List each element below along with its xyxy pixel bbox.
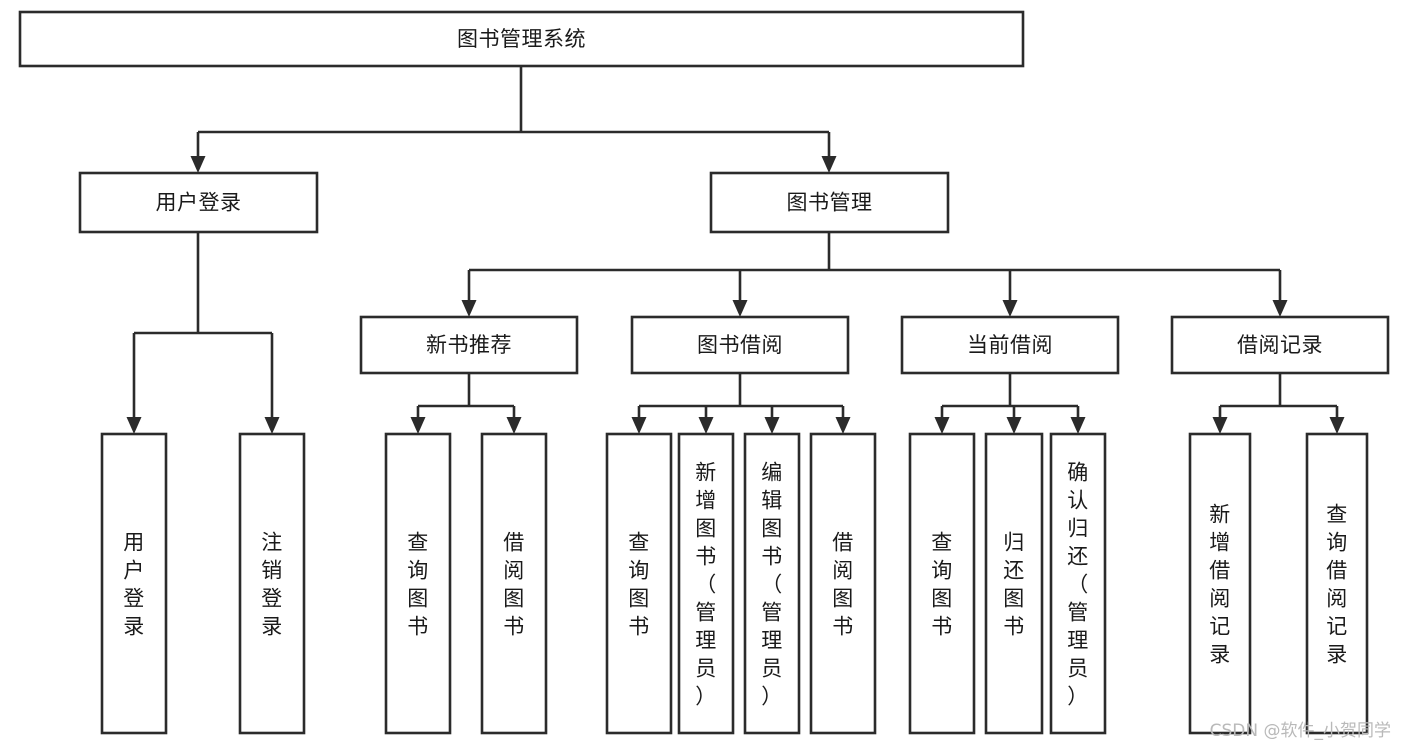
arrow-leaf-confirm-return: [1070, 406, 1086, 434]
arrow-leaf-borrow-book: [835, 406, 851, 434]
node-label: 编辑图书（管理员）: [761, 460, 783, 708]
node-label: 归还图书: [1003, 530, 1025, 638]
node-label: 借阅图书: [503, 530, 525, 638]
connector-bus-user-login: [134, 232, 272, 335]
node-book-manage[interactable]: 图书管理: [709, 171, 950, 234]
node-borrow-record[interactable]: 借阅记录: [1170, 315, 1390, 375]
node-leaf-user-login[interactable]: 用户登录: [100, 432, 168, 735]
connector-bus-current-borrow: [942, 373, 1078, 408]
node-label: 查询图书: [628, 530, 650, 638]
arrow-leaf-query-book-rec: [410, 406, 426, 434]
node-label: 新书推荐: [426, 333, 512, 357]
arrow-user-login: [190, 132, 206, 173]
node-label: 用户登录: [123, 530, 145, 638]
arrow-leaf-borrow-book-rec: [506, 406, 522, 434]
node-book-borrow[interactable]: 图书借阅: [630, 315, 850, 375]
arrow-new-book-rec: [461, 270, 477, 317]
node-label: 新增图书（管理员）: [695, 460, 717, 708]
node-label: 用户登录: [156, 191, 242, 215]
node-label: 图书管理系统: [457, 27, 586, 51]
arrow-leaf-add-book-admin: [698, 406, 714, 434]
node-label: 查询图书: [931, 530, 953, 638]
connector-bus-book-borrow: [639, 373, 843, 408]
arrow-layer: [126, 132, 1345, 434]
node-leaf-query-book-current[interactable]: 查询图书: [908, 432, 976, 735]
arrow-leaf-edit-book-admin: [764, 406, 780, 434]
node-current-borrow[interactable]: 当前借阅: [900, 315, 1120, 375]
arrow-current-borrow: [1002, 270, 1018, 317]
node-leaf-return-book[interactable]: 归还图书: [984, 432, 1044, 735]
connector-bus-new-book-rec: [418, 373, 514, 408]
arrow-leaf-query-book-borrow: [631, 406, 647, 434]
node-leaf-edit-book-admin[interactable]: 编辑图书（管理员）: [743, 432, 801, 735]
node-label: 新增借阅记录: [1209, 502, 1231, 666]
node-leaf-add-book-admin[interactable]: 新增图书（管理员）: [677, 432, 735, 735]
node-leaf-query-book-borrow[interactable]: 查询图书: [605, 432, 673, 735]
arrow-leaf-query-book-current: [934, 406, 950, 434]
node-leaf-query-book-rec[interactable]: 查询图书: [384, 432, 452, 735]
node-label: 借阅图书: [832, 530, 854, 638]
node-label: 确认归还（管理员）: [1067, 460, 1089, 708]
connector-layer: [134, 66, 1337, 408]
node-label: 查询借阅记录: [1326, 502, 1348, 666]
node-label: 图书借阅: [697, 333, 783, 357]
arrow-leaf-user-logout: [264, 333, 280, 434]
node-leaf-borrow-book-rec[interactable]: 借阅图书: [480, 432, 548, 735]
arrow-book-manage: [821, 132, 837, 173]
connector-bus-book-manage: [469, 232, 1280, 272]
node-leaf-query-borrow-record[interactable]: 查询借阅记录: [1305, 432, 1369, 735]
connector-bus-root: [198, 66, 829, 134]
node-label: 当前借阅: [967, 333, 1053, 357]
node-label: 借阅记录: [1237, 333, 1323, 357]
node-root[interactable]: 图书管理系统: [18, 10, 1025, 68]
arrow-leaf-user-login: [126, 333, 142, 434]
arrow-leaf-query-borrow-record: [1329, 406, 1345, 434]
arrow-leaf-return-book: [1006, 406, 1022, 434]
node-label: 图书管理: [787, 191, 873, 215]
arrow-leaf-add-borrow-record: [1212, 406, 1228, 434]
node-label: 查询图书: [407, 530, 429, 638]
node-leaf-borrow-book[interactable]: 借阅图书: [809, 432, 877, 735]
node-user-login[interactable]: 用户登录: [78, 171, 319, 234]
node-label: 注销登录: [261, 530, 283, 638]
node-layer: 图书管理系统用户登录图书管理新书推荐图书借阅当前借阅借阅记录用户登录注销登录查询…: [18, 10, 1390, 735]
arrow-book-borrow: [732, 270, 748, 317]
arrow-borrow-record: [1272, 270, 1288, 317]
node-leaf-add-borrow-record[interactable]: 新增借阅记录: [1188, 432, 1252, 735]
node-leaf-user-logout[interactable]: 注销登录: [238, 432, 306, 735]
connector-bus-borrow-record: [1220, 373, 1337, 408]
node-leaf-confirm-return-admin[interactable]: 确认归还（管理员）: [1049, 432, 1107, 735]
node-new-book-recommend[interactable]: 新书推荐: [359, 315, 579, 375]
